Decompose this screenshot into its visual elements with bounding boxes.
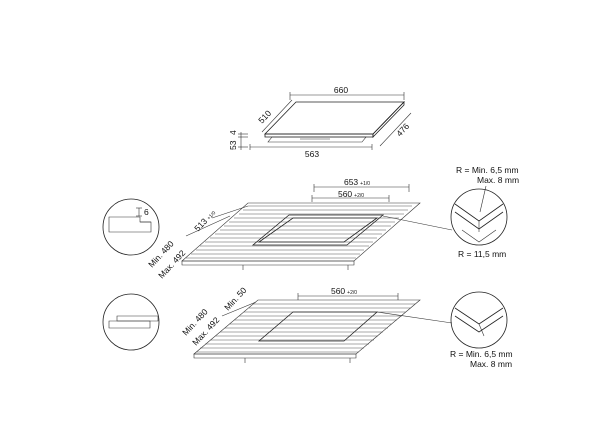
dim-thickness-53: 53 — [228, 140, 238, 150]
note-radius-max: Max. 8 mm — [477, 175, 519, 185]
dim-cut-653: 653+1/0 — [344, 177, 370, 187]
note-radius-min-b: R = Min. 6,5 mm — [450, 349, 513, 359]
standard-edge-detail — [102, 293, 160, 351]
dim-front-563: 563 — [305, 149, 319, 159]
dim-thickness-4: 4 — [228, 130, 238, 135]
worktop-hatch — [186, 205, 412, 259]
flush-install-view: 653+1/0 560+2/0 513+1/0 Min. 480 Max. 49… — [146, 177, 453, 280]
standard-install-view: 560+2/0 Min. 480 Max. 492 Min. 50 — [180, 285, 453, 363]
worktop-hatch-2 — [196, 303, 415, 353]
hob-top-view: 660 510 476 563 53 4 — [228, 85, 411, 159]
dim-depth-513: 513+1/0 — [192, 207, 217, 233]
flush-edge-detail: 6 — [102, 198, 160, 256]
dim-width-660: 660 — [334, 85, 348, 95]
dim-depth-476: 476 — [394, 121, 411, 138]
dim-cut-560: 560+2/0 — [331, 286, 357, 296]
dim-min-50: Min. 50 — [222, 285, 249, 312]
flush-radius-detail: R = Min. 6,5 mm Max. 8 mm R = 11,5 mm — [450, 165, 519, 259]
dim-inner-560: 560+2/0 — [338, 189, 364, 199]
dim-rebate-6: 6 — [144, 207, 149, 217]
standard-radius-detail: R = Min. 6,5 mm Max. 8 mm — [450, 291, 513, 369]
note-radius-11: R = 11,5 mm — [458, 249, 506, 259]
note-radius-min: R = Min. 6,5 mm — [456, 165, 519, 175]
note-radius-max-b: Max. 8 mm — [470, 359, 512, 369]
